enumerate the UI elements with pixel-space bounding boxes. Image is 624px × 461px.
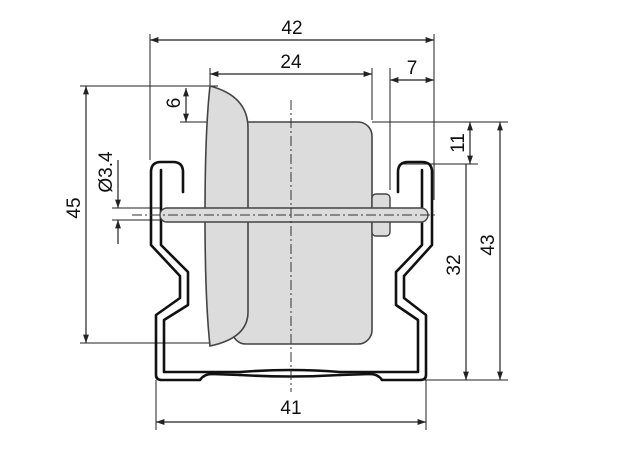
dim-axle-height: 32 (444, 254, 465, 275)
right-rail-profile (338, 160, 434, 382)
dim-axle-diameter: Ø3.4 (96, 151, 117, 193)
dim-overall-height: 43 (478, 234, 499, 255)
dim-flange-height: 6 (164, 98, 185, 109)
dim-overall-width: 42 (281, 18, 302, 39)
dimension-lines (83, 37, 503, 425)
dim-roller-width: 24 (280, 52, 302, 73)
left-inner-wall (159, 168, 424, 374)
base-profile (238, 373, 342, 378)
dim-top-gap: 11 (448, 133, 469, 153)
dim-base-width: 41 (280, 398, 301, 419)
roller-body (231, 121, 373, 345)
dim-left-height: 45 (64, 197, 85, 218)
left-rail-profile (149, 160, 242, 382)
dim-right-offset: 7 (407, 58, 418, 79)
